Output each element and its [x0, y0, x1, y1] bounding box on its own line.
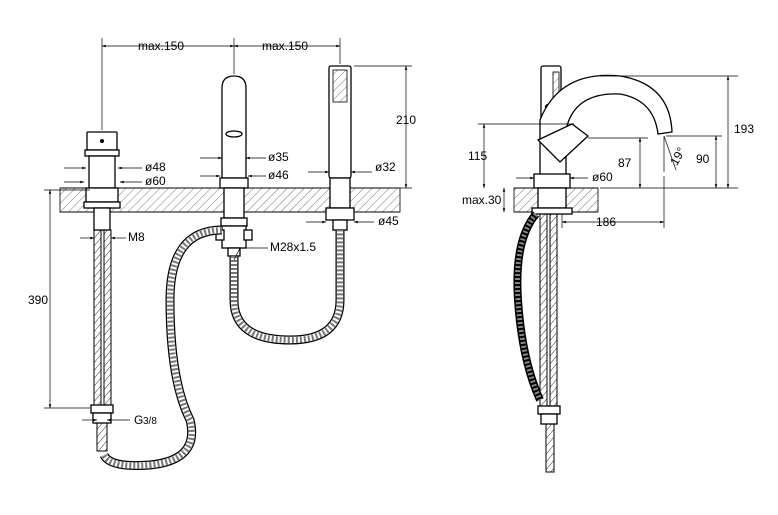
- side-spout: [539, 74, 673, 179]
- dim-m28: M28x1.5: [270, 240, 316, 254]
- hand-shower: [325, 65, 355, 231]
- dim-dia45: ø45: [378, 214, 399, 228]
- dim-dia35: ø35: [268, 150, 289, 164]
- dim-193: 193: [734, 122, 754, 136]
- dim-m8: M8: [128, 230, 145, 244]
- dim-angle19: 19°: [667, 145, 688, 168]
- dim-390: 390: [28, 293, 48, 307]
- side-lever: [536, 123, 590, 163]
- dim-115: 115: [468, 149, 487, 163]
- dim-max30: max.30: [462, 193, 502, 207]
- dim-dia48: ø48: [145, 160, 166, 174]
- dim-dia32: ø32: [375, 160, 396, 174]
- shower-hose: [99, 225, 345, 470]
- dim-186: 186: [596, 215, 616, 229]
- front-view: max.150 max.150 210 ø48 ø60 ø35 ø46 ø32 …: [28, 38, 416, 470]
- dim-g: G: [134, 413, 143, 427]
- dim-210: 210: [396, 113, 416, 127]
- side-view: 193 115 87 90 19° ø60 max.30 186: [462, 65, 754, 473]
- dim-g-fraction: 3/8: [143, 416, 157, 427]
- dim-dia60-front: ø60: [145, 174, 166, 188]
- mixer-lever-body: [83, 131, 121, 231]
- spout: [215, 75, 253, 257]
- dim-dia60-side: ø60: [592, 170, 613, 184]
- dim-90: 90: [696, 152, 710, 166]
- dim-87: 87: [618, 156, 632, 170]
- supply-hoses-left: [90, 229, 114, 452]
- dim-max150-left: max.150: [138, 39, 184, 53]
- dim-max150-right: max.150: [262, 39, 308, 53]
- dim-dia46: ø46: [268, 168, 289, 182]
